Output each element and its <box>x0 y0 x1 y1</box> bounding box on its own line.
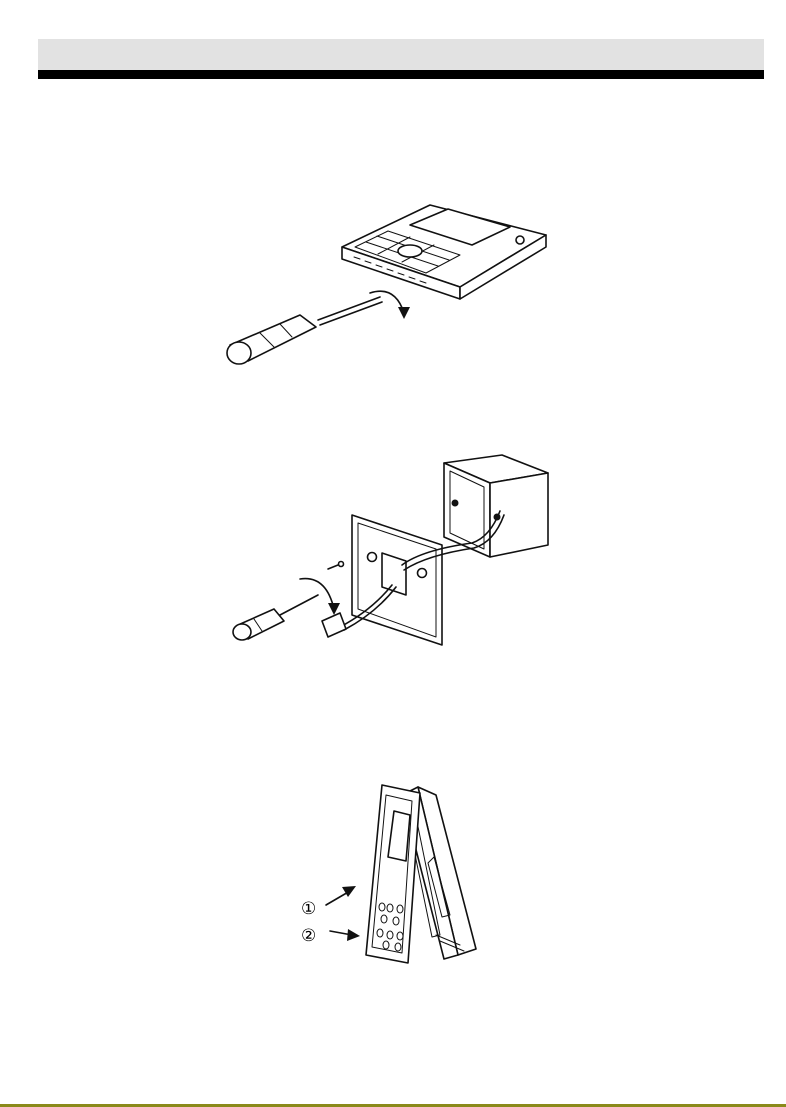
header-rule <box>38 70 764 79</box>
arrow-2 <box>330 929 360 941</box>
wall-box <box>444 455 548 557</box>
wall-plate-screw-hole-left <box>368 553 377 562</box>
screwdriver-2-handle-end <box>233 624 251 640</box>
wire-connector <box>322 613 346 637</box>
front-rear-cover-illustration <box>290 785 505 965</box>
mount-svg <box>222 445 558 655</box>
arrow-head <box>398 307 410 319</box>
header-bar <box>38 39 764 72</box>
callout-1: ① <box>301 901 316 918</box>
wall-box-screw-left <box>452 500 459 507</box>
wall-plate-screw-box-illustration <box>222 445 558 655</box>
controller-center-button <box>398 245 422 257</box>
front-cover <box>366 785 420 963</box>
controller-svg <box>220 195 560 380</box>
screwdriver-open-controller-illustration <box>220 195 560 380</box>
screwdriver-handle-end <box>227 342 251 364</box>
arrow-1 <box>326 886 356 905</box>
wall-plate <box>352 515 442 645</box>
screwdriver <box>227 297 382 364</box>
callout-2: ② <box>301 928 316 945</box>
screwdriver-2 <box>233 595 318 640</box>
loose-screw <box>328 562 344 570</box>
controller-led <box>516 236 524 244</box>
wall-plate-screw-hole-right <box>418 569 427 578</box>
curved-arrow <box>370 291 404 313</box>
covers-svg <box>290 785 505 965</box>
